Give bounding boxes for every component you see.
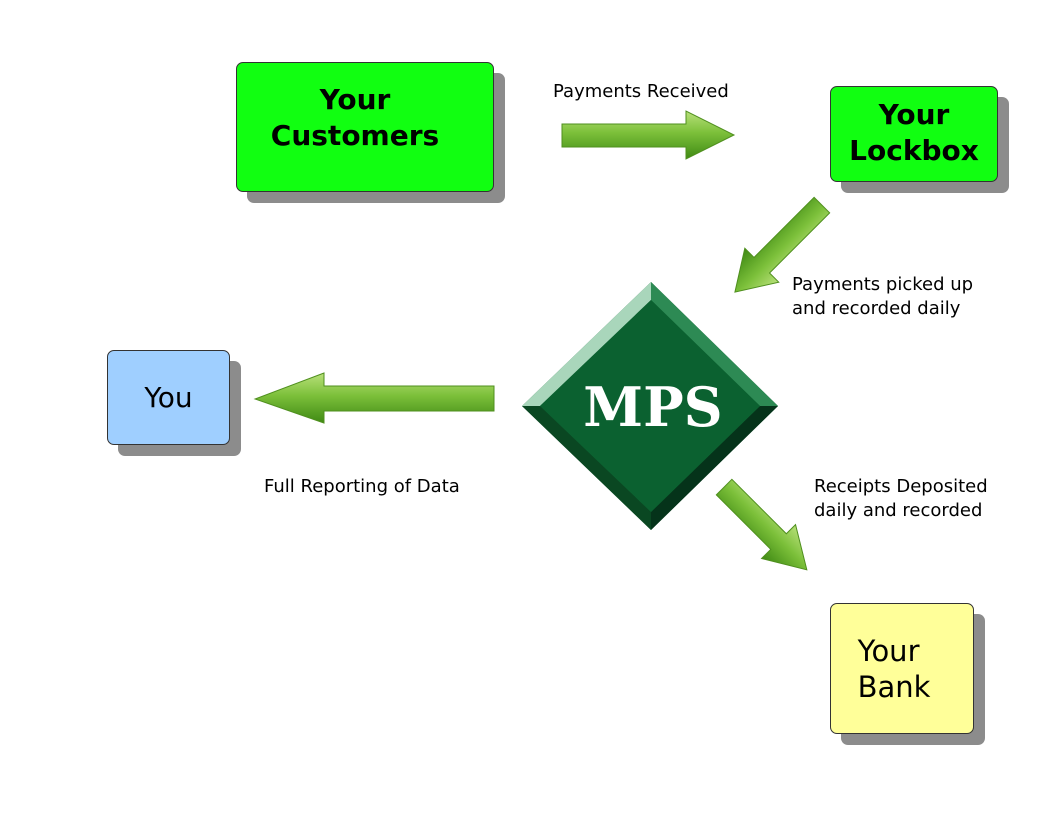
receipts-deposited-label: Receipts Deposited daily and recorded: [814, 475, 988, 523]
full-reporting-text: Full Reporting of Data: [264, 476, 460, 497]
arrow-reporting: [253, 372, 495, 424]
lockbox-line1: Your: [878, 97, 950, 131]
full-reporting-label: Full Reporting of Data: [264, 475, 460, 499]
your-lockbox-node: Your Lockbox: [830, 86, 998, 182]
mps-label: MPS: [583, 375, 722, 439]
payments-picked-up-label: Payments picked up and recorded daily: [792, 273, 973, 321]
customers-line1: Your: [319, 83, 391, 116]
you-node: You: [107, 350, 230, 445]
bank-line1: Your: [857, 633, 920, 668]
mps-diamond: MPS: [522, 282, 778, 530]
lockbox-line2: Lockbox: [849, 133, 979, 167]
payments-picked-up-line2: and recorded daily: [792, 298, 961, 319]
your-customers-node: Your Customers: [236, 62, 494, 192]
your-bank-node: Your Bank: [830, 603, 974, 734]
payments-received-label: Payments Received: [553, 80, 729, 104]
payments-received-text: Payments Received: [553, 81, 729, 102]
arrow-deposited: [715, 478, 808, 571]
customers-line2: Customers: [270, 119, 440, 152]
you-label: You: [144, 381, 193, 414]
bank-line2: Bank: [857, 669, 931, 704]
arrow-picked-up: [734, 196, 831, 293]
receipts-deposited-line2: daily and recorded: [814, 500, 983, 521]
arrow-received: [561, 110, 736, 160]
payments-picked-up-line1: Payments picked up: [792, 274, 974, 295]
receipts-deposited-line1: Receipts Deposited: [814, 476, 988, 497]
